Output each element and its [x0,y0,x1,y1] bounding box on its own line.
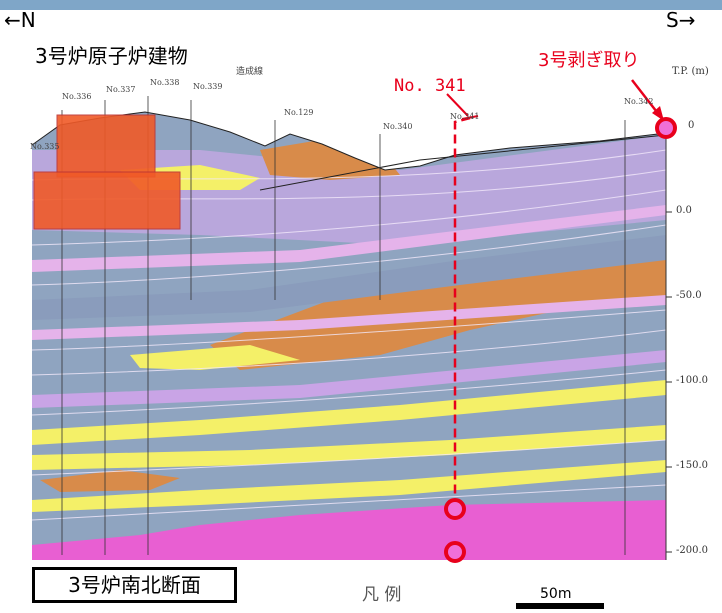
stratum-purple-lower [32,350,666,408]
elevation-minus-100: -100.0 [676,375,709,386]
legend-label: 凡 例 [362,585,402,605]
reactor-building-label: 3号炉原子炉建物 [35,44,188,68]
stratum-purple-upper [32,135,666,245]
section-title-box: 3号炉南北断面 [32,567,237,603]
stripping-arrow-line [631,79,661,117]
title-bar [0,0,722,10]
fill-line-label: 造成線 [236,67,264,77]
sample-marker-mid [444,498,466,520]
section-no-337: No.337 [106,85,136,94]
stratum-yellow-3 [32,425,666,470]
south-label: S→ [666,8,696,32]
elevation-0: 0.0 [676,205,692,216]
north-label: ←N [4,8,36,32]
stratum-magenta-bottom [32,500,666,560]
stratum-pink-1 [32,205,666,272]
section-no-129: No.129 [284,108,314,117]
stripping-label: 3号剥ぎ取り [538,50,640,71]
elevation-minus-150: -150.0 [676,460,709,471]
sample-markers [444,117,677,563]
section-no-341: No.341 [450,112,480,121]
section-no-335: No.335 [30,142,60,151]
elevation-minus-200: -200.0 [676,545,709,556]
section-no-336: No.336 [62,92,92,101]
stratum-yellow-mid [130,345,300,370]
stratum-orange-lower [40,470,180,492]
elevation-ticks [666,127,672,553]
section-no-338: No.338 [150,78,180,87]
boring-no341-label: No. 341 [394,76,466,96]
fill-line [259,134,667,191]
stratum-yellow-2 [32,380,666,445]
sample-marker-top [655,117,677,139]
strata-group [32,112,666,560]
scale-bar [516,603,604,609]
reactor-building-upper [56,114,156,178]
section-title: 3号炉南北断面 [68,573,201,597]
section-no-342: No.342 [624,97,654,106]
stratum-yellow-4 [32,460,666,512]
stripping-arrowhead [652,106,664,121]
elevation-top: 0 [688,120,695,131]
reactor-building-lower [33,171,181,230]
stratum-gray-band [32,235,666,320]
elevation-minus-50: -50.0 [676,290,702,301]
datum-label: T.P. (m) [672,66,709,77]
stratum-pink-2 [32,295,666,340]
scale-label: 50m [540,586,572,602]
section-no-339: No.339 [193,82,223,91]
sample-marker-bottom [444,541,466,563]
boring-no341-leader [446,93,469,117]
boring-no341-tick [461,115,479,120]
section-no-340: No.340 [383,122,413,131]
